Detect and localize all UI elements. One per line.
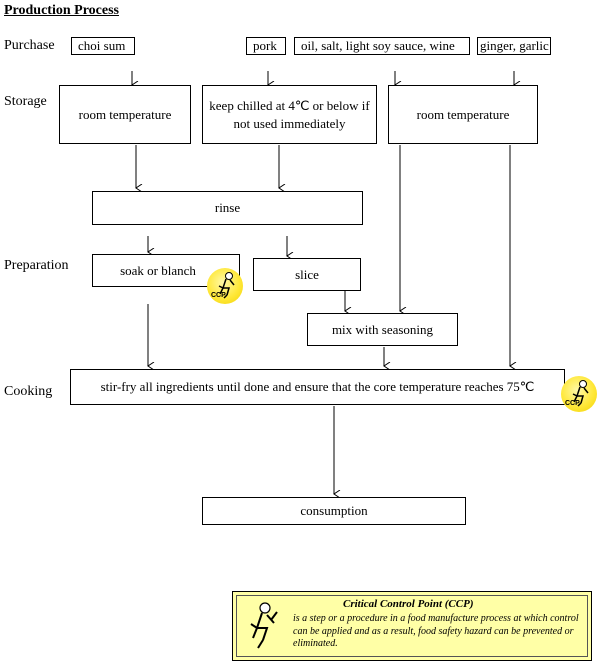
chef-figure-icon	[250, 602, 278, 649]
chef-figure-icon	[572, 380, 589, 407]
purchase-ginger-garlic: ginger, garlic	[477, 37, 551, 55]
legend-frame	[236, 595, 588, 657]
ccp-badge-label: CCP	[565, 400, 580, 407]
chef-figure-icon	[218, 272, 235, 299]
row-label-purchase: Purchase	[4, 38, 55, 53]
ccp-badge-soak: CCP	[207, 268, 243, 304]
ccp-badge-label: CCP	[211, 292, 226, 299]
ccp-badge-stir-fry: CCP	[561, 376, 597, 412]
step-slice: slice	[253, 258, 361, 291]
page-title: Production Process	[4, 3, 119, 18]
row-label-cooking: Cooking	[4, 384, 53, 399]
step-consumption: consumption	[202, 497, 466, 525]
storage-room-temperature-1: room temperature	[59, 85, 191, 144]
step-stir-fry: stir-fry all ingredients until done and …	[70, 369, 565, 405]
legend-description: is a step or a procedure in a food manuf…	[293, 613, 579, 649]
purchase-choi-sum: choi sum	[71, 37, 135, 55]
purchase-seasonings: oil, salt, light soy sauce, wine	[294, 37, 470, 55]
legend-title: Critical Control Point (CCP)	[343, 598, 474, 610]
ccp-legend: Critical Control Point (CCP) is a step o…	[232, 591, 592, 661]
step-mix-with-seasoning: mix with seasoning	[307, 313, 458, 346]
storage-keep-chilled: keep chilled at 4℃ or below if not used …	[202, 85, 377, 144]
purchase-pork: pork	[246, 37, 286, 55]
row-label-storage: Storage	[4, 94, 47, 109]
row-label-preparation: Preparation	[4, 258, 69, 273]
storage-room-temperature-2: room temperature	[388, 85, 538, 144]
step-rinse: rinse	[92, 191, 363, 225]
